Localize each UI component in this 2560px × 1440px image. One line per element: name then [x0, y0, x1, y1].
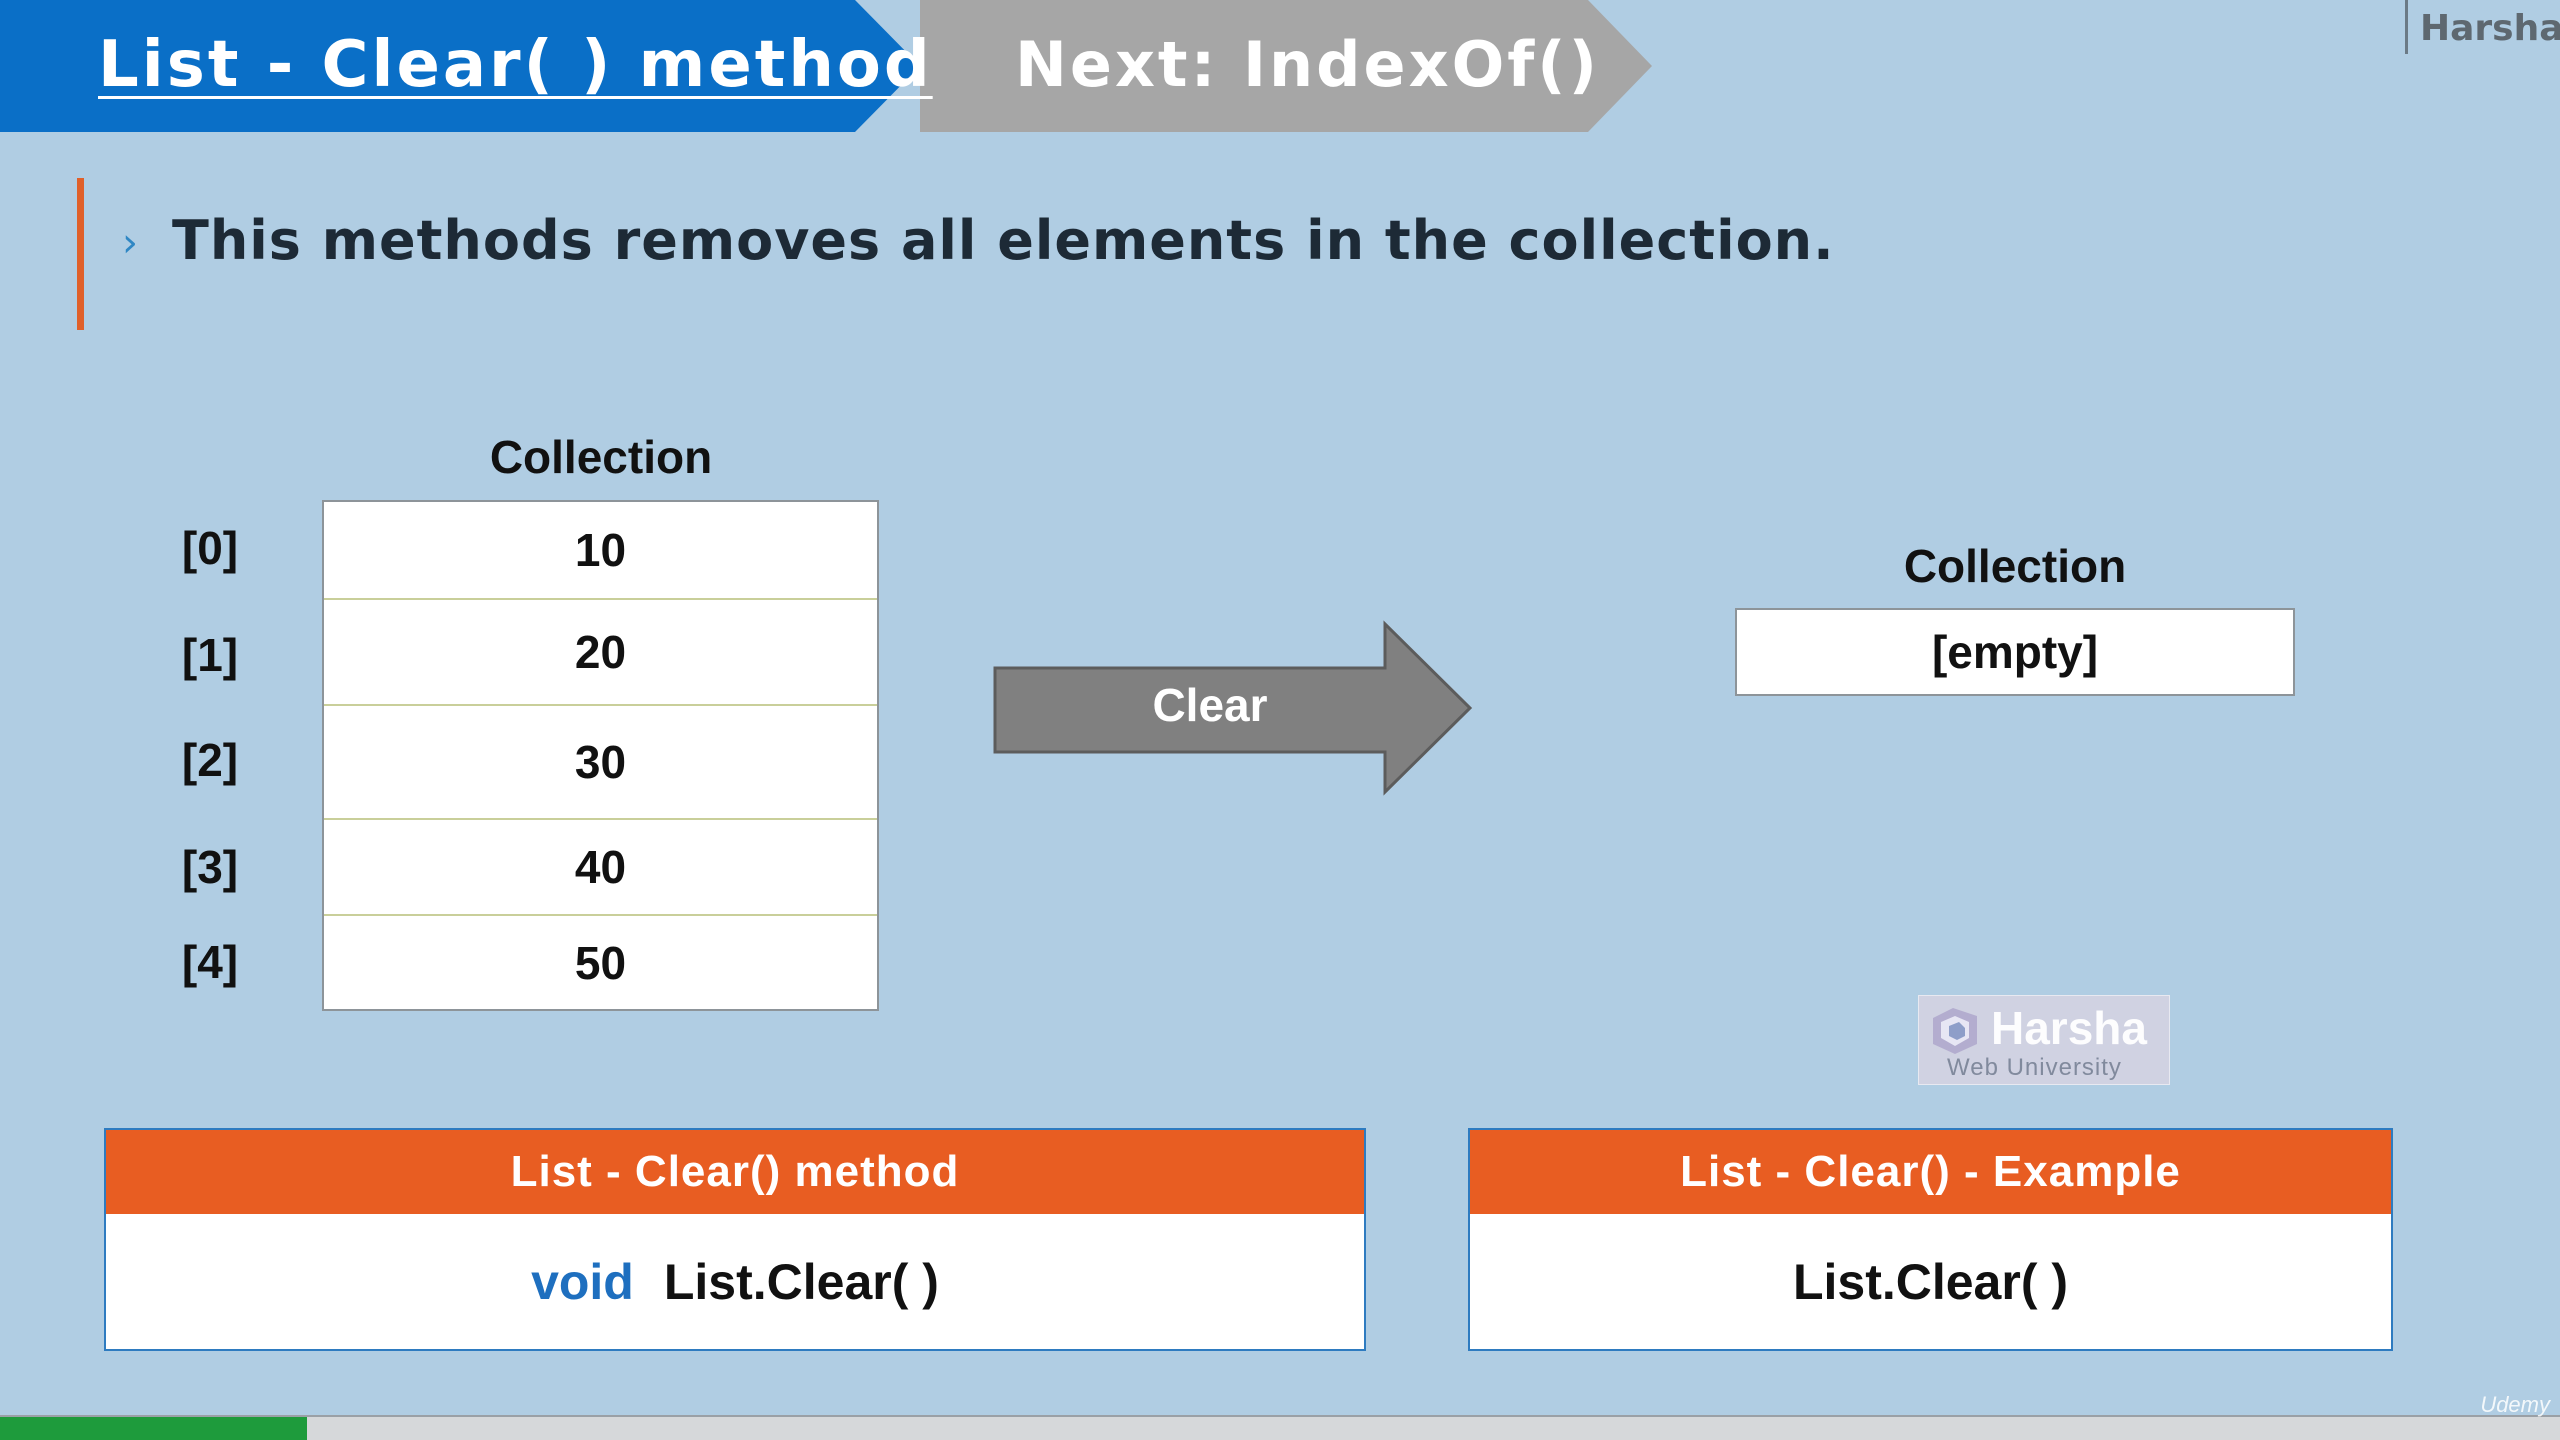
watermark-name: Harsha: [1991, 1002, 2147, 1054]
brand-divider: [2405, 0, 2408, 54]
udemy-watermark: Udemy: [2480, 1392, 2550, 1417]
method-card-header: List - Clear() method: [106, 1130, 1364, 1214]
title-banner: [0, 0, 920, 132]
index-label: [0]: [181, 522, 239, 574]
video-progress-fill: [0, 1417, 308, 1440]
next-topic-label: Next: IndexOf(): [1015, 28, 1600, 101]
method-card-body: void List.Clear( ): [106, 1214, 1364, 1349]
method-signature-card: List - Clear() method void List.Clear( ): [104, 1128, 1366, 1351]
collection-before-heading: Collection: [489, 431, 713, 483]
brand-label: Harsha: [2420, 8, 2560, 49]
bullet-accent-bar: [77, 178, 84, 330]
watermark-subtitle: Web University: [1947, 1054, 2122, 1081]
collection-cell: 40: [324, 820, 877, 916]
collection-cell: 10: [324, 502, 877, 600]
harsha-logo-icon: [1933, 1008, 1977, 1054]
example-card-header: List - Clear() - Example: [1470, 1130, 2391, 1214]
collection-cell: 50: [574, 936, 627, 989]
collection-before-table: 10 20 30 40 50: [322, 500, 879, 1011]
bullet-text: This methods removes all elements in the…: [172, 209, 1835, 272]
chevron-right-icon: ›: [122, 220, 138, 266]
return-type-keyword: void: [531, 1253, 634, 1310]
collection-after-cell: [empty]: [1735, 608, 2295, 696]
method-signature: List.Clear( ): [663, 1253, 939, 1310]
index-label: [4]: [181, 936, 239, 988]
example-card-body: List.Clear( ): [1470, 1214, 2391, 1349]
index-label: [1]: [181, 629, 239, 681]
operation-label: Clear: [1152, 679, 1268, 731]
watermark-logo: Harsha Web University: [1918, 995, 2170, 1085]
video-progress-bar[interactable]: [0, 1415, 2560, 1440]
clear-arrow-icon: [993, 620, 1473, 796]
index-label: [3]: [181, 841, 239, 893]
slide-banner-shapes: [0, 0, 1652, 132]
example-code: List.Clear( ): [1792, 1253, 2069, 1310]
example-card: List - Clear() - Example List.Clear( ): [1468, 1128, 2393, 1351]
collection-cell: 30: [324, 706, 877, 820]
index-label: [2]: [181, 734, 239, 786]
next-banner: [920, 0, 1652, 132]
slide-title: List - Clear( ) method: [98, 28, 933, 102]
collection-after-heading: Collection: [1903, 540, 2127, 592]
collection-cell: 20: [324, 600, 877, 706]
